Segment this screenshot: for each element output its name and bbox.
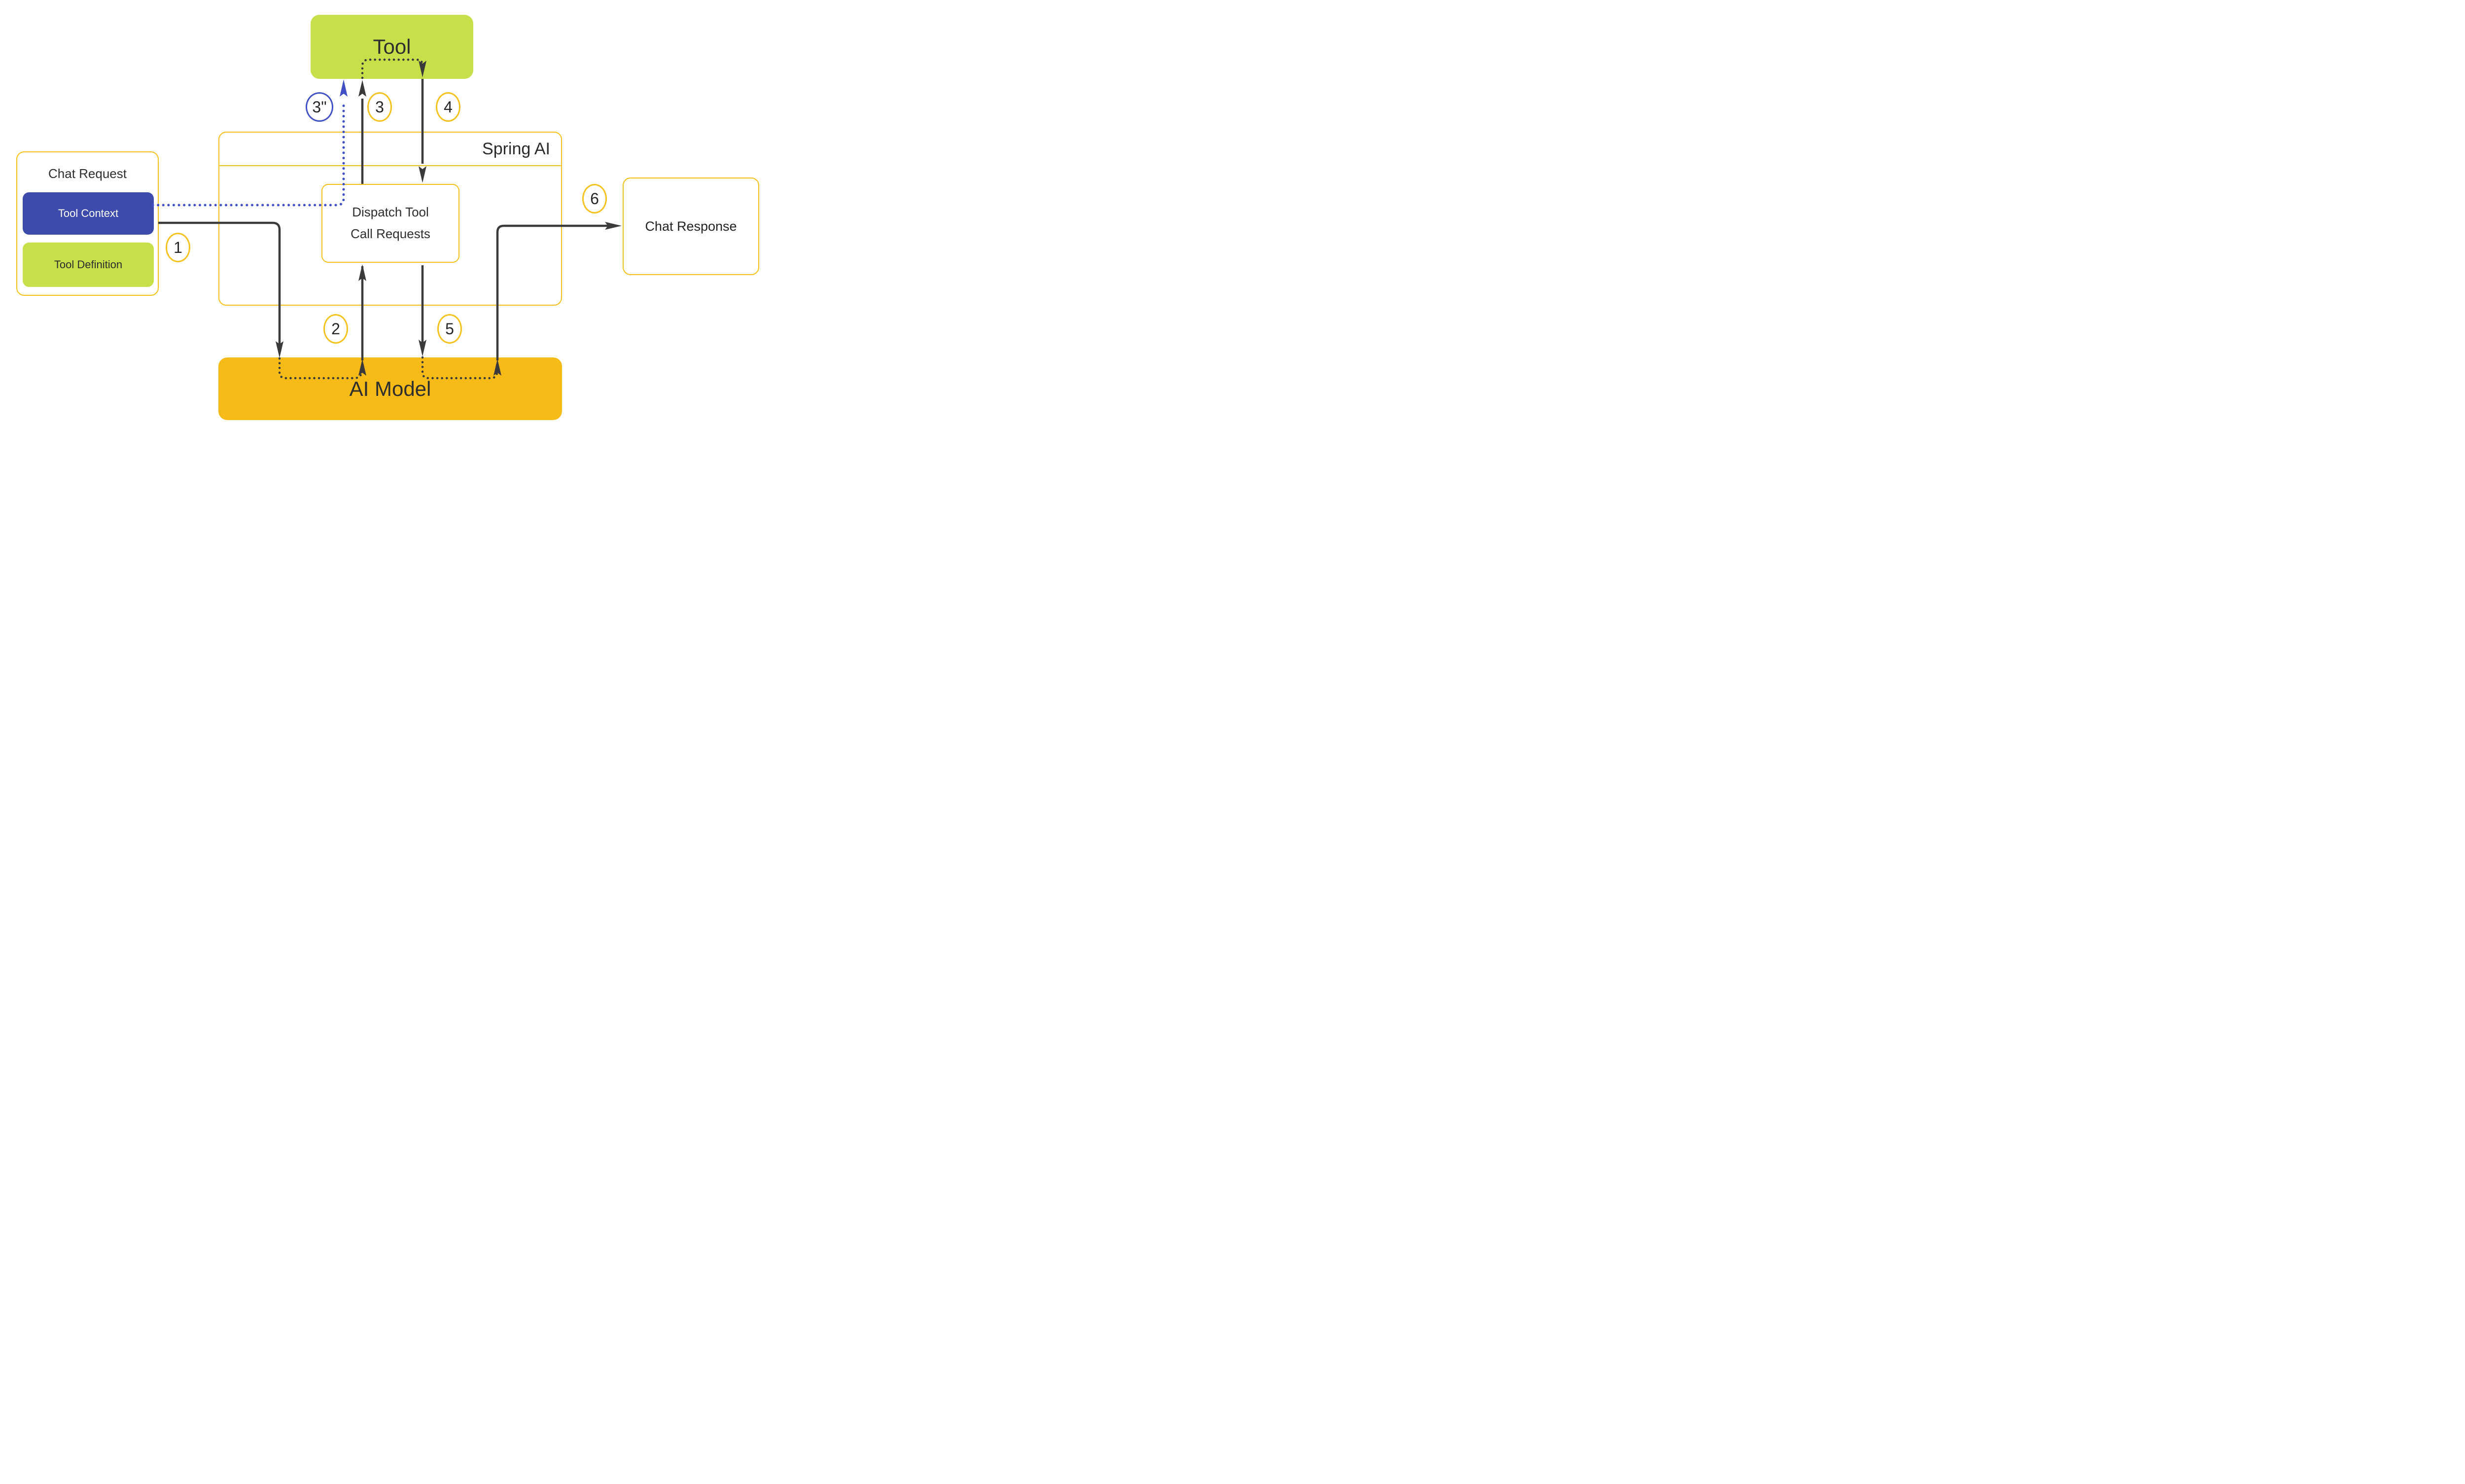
tool-definition-label: Tool Definition: [54, 258, 123, 271]
step-4-label: 4: [444, 98, 453, 116]
dispatch-label-line1: Dispatch Tool: [352, 205, 429, 220]
step-5-label: 5: [445, 319, 454, 338]
spring-ai-title: Spring AI: [482, 139, 550, 158]
step-badge-3: 3: [367, 92, 392, 122]
node-tool-context: Tool Context: [23, 192, 154, 235]
arrow-1-arrowhead: [276, 341, 283, 358]
step-badge-3-quote: 3": [306, 92, 333, 122]
container-spring-ai: Spring AI: [218, 132, 562, 306]
step-3-quote-label: 3": [312, 98, 327, 116]
step-badge-2: 2: [323, 314, 348, 344]
step-3-label: 3: [375, 98, 384, 116]
diagram-canvas: Tool Spring AI Dispatch Tool Call Reques…: [0, 0, 773, 438]
node-tool: Tool: [311, 15, 473, 79]
ai-model-label: AI Model: [349, 377, 431, 400]
node-dispatch-tool-call-requests: Dispatch Tool Call Requests: [321, 184, 459, 263]
step-2-label: 2: [331, 319, 340, 338]
node-tool-label: Tool: [373, 35, 411, 58]
arrow-5-arrowhead: [419, 340, 426, 356]
step-6-label: 6: [590, 189, 599, 208]
spring-ai-header: Spring AI: [219, 133, 561, 166]
chat-request-title: Chat Request: [48, 166, 127, 181]
tool-context-label: Tool Context: [58, 207, 119, 219]
node-chat-request: Chat Request Tool Context Tool Definitio…: [16, 151, 159, 296]
node-ai-model: AI Model: [218, 357, 562, 420]
step-1-label: 1: [174, 238, 182, 256]
node-tool-definition: Tool Definition: [23, 243, 154, 287]
arrow-3-arrowhead: [358, 80, 366, 97]
dispatch-label-line2: Call Requests: [351, 226, 430, 241]
arrow-6-arrowhead: [605, 222, 622, 230]
step-badge-4: 4: [436, 92, 460, 122]
step-badge-5: 5: [437, 314, 462, 344]
step-badge-6: 6: [582, 184, 607, 213]
node-chat-response: Chat Response: [623, 177, 759, 275]
step-badge-1: 1: [166, 233, 190, 262]
chat-response-label: Chat Response: [645, 218, 737, 234]
arrow-3quote-arrowhead: [340, 79, 348, 97]
